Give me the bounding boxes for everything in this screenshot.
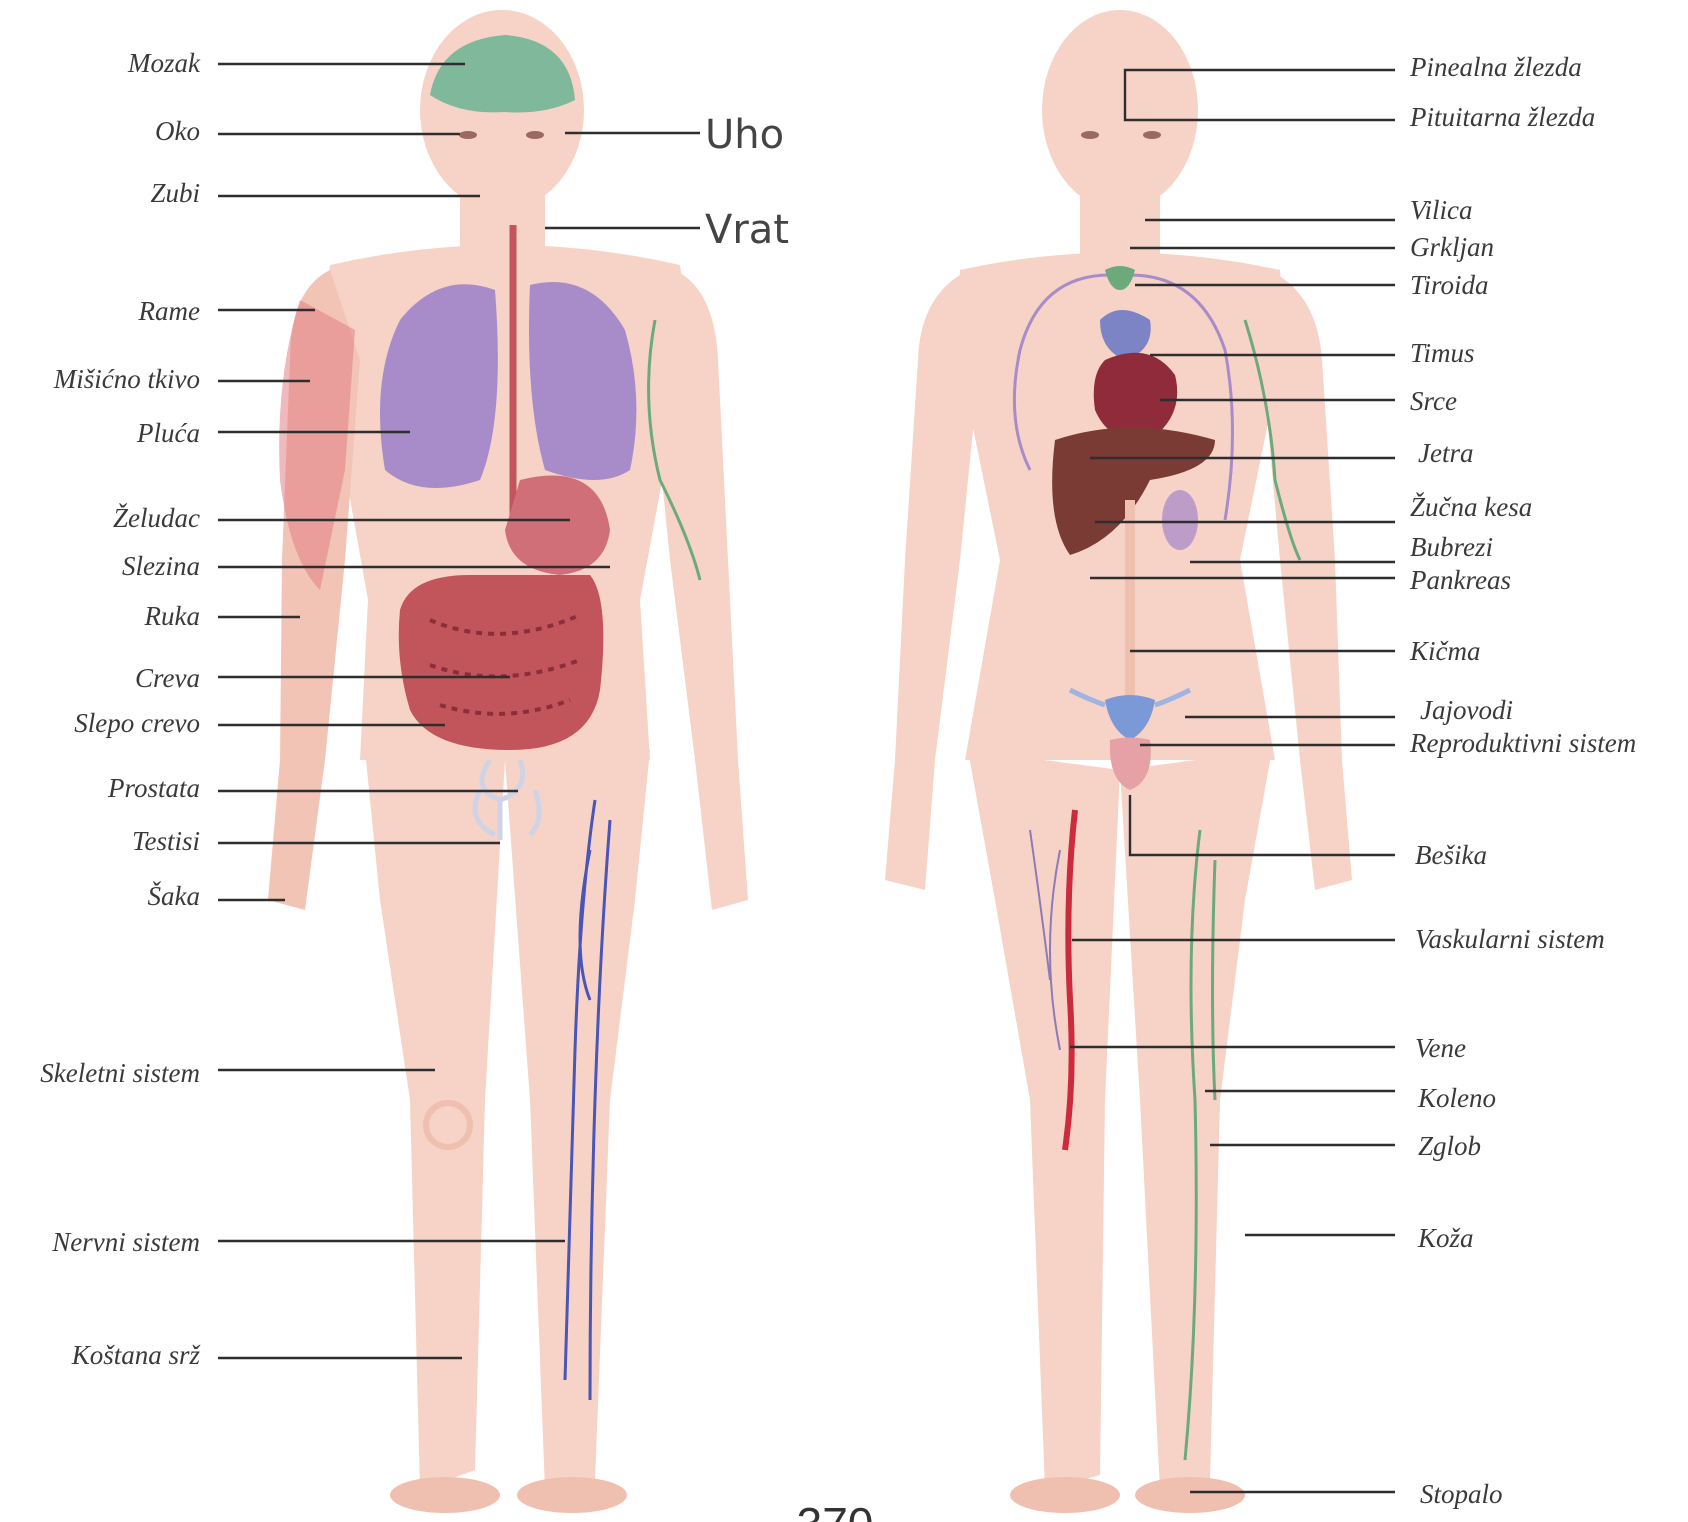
label-jetra: Jetra [1418, 438, 1473, 468]
label-pituitarna-zlezda: Pituitarna žlezda [1409, 102, 1595, 132]
label-tiroida: Tiroida [1410, 270, 1489, 300]
label-koza: Koža [1417, 1223, 1474, 1253]
label-besika: Bešika [1415, 840, 1487, 870]
female-kidney-1 [1162, 490, 1198, 550]
label-slezina: Slezina [122, 551, 200, 581]
label-nervni-sistem: Nervni sistem [51, 1227, 200, 1257]
male-foot-right [390, 1477, 500, 1513]
male-foot-left [517, 1477, 627, 1513]
label-pluca: Pluća [136, 418, 200, 448]
female-foot-left [1135, 1477, 1245, 1513]
label-pankreas: Pankreas [1409, 565, 1511, 595]
label-prostata: Prostata [107, 773, 200, 803]
label-rame: Rame [138, 296, 200, 326]
label-ruka: Ruka [144, 601, 200, 631]
label-bubrezi: Bubrezi [1410, 532, 1493, 562]
male-eye-2 [526, 131, 544, 139]
center-labels: Uho Vrat [545, 112, 789, 253]
male-eye-1 [459, 131, 477, 139]
label-oko: Oko [155, 116, 200, 146]
label-zglob: Zglob [1418, 1131, 1481, 1161]
label-koleno: Koleno [1417, 1083, 1496, 1113]
female-foot-right [1010, 1477, 1120, 1513]
label-reproduktivni-sistem: Reproduktivni sistem [1409, 728, 1636, 758]
label-slepo-crevo: Slepo crevo [74, 708, 200, 738]
female-arm-left-side [1262, 275, 1352, 890]
label-kicma: Kičma [1409, 636, 1481, 666]
male-leg-right-side [365, 750, 505, 1490]
label-pinealna-zlezda: Pinealna žlezda [1409, 52, 1582, 82]
female-eye-2 [1143, 131, 1161, 139]
female-arm-right-side [885, 275, 980, 890]
label-vrat: Vrat [705, 207, 789, 253]
label-misicno-tkivo: Mišićno tkivo [53, 364, 200, 394]
label-saka: Šaka [148, 881, 200, 911]
label-stopalo: Stopalo [1420, 1479, 1503, 1509]
label-zeludac: Želudac [113, 503, 200, 533]
label-testisi: Testisi [132, 826, 200, 856]
label-skeletni-sistem: Skeletni sistem [40, 1058, 200, 1088]
label-creva: Creva [135, 663, 200, 693]
label-timus: Timus [1410, 338, 1475, 368]
female-figure [885, 10, 1352, 1513]
female-head [1042, 10, 1198, 210]
label-uho: Uho [705, 112, 784, 158]
male-arm-left-side [650, 270, 748, 910]
label-kostana-srz: Koštana srž [71, 1340, 201, 1370]
female-eye-1 [1081, 131, 1099, 139]
male-leg-left-side [505, 750, 650, 1490]
page-number: 370 [797, 1498, 874, 1522]
label-zucna-kesa: Žučna kesa [1410, 492, 1532, 522]
label-vilica: Vilica [1410, 195, 1472, 225]
label-srce: Srce [1410, 386, 1457, 416]
female-leg-right-side [968, 750, 1120, 1490]
label-jajovodi: Jajovodi [1420, 695, 1513, 725]
label-grkljan: Grkljan [1410, 232, 1494, 262]
label-mozak: Mozak [127, 48, 201, 78]
label-vene: Vene [1415, 1033, 1466, 1063]
label-zubi: Zubi [150, 178, 200, 208]
male-figure [268, 10, 748, 1513]
label-vaskularni-sistem: Vaskularni sistem [1415, 924, 1605, 954]
